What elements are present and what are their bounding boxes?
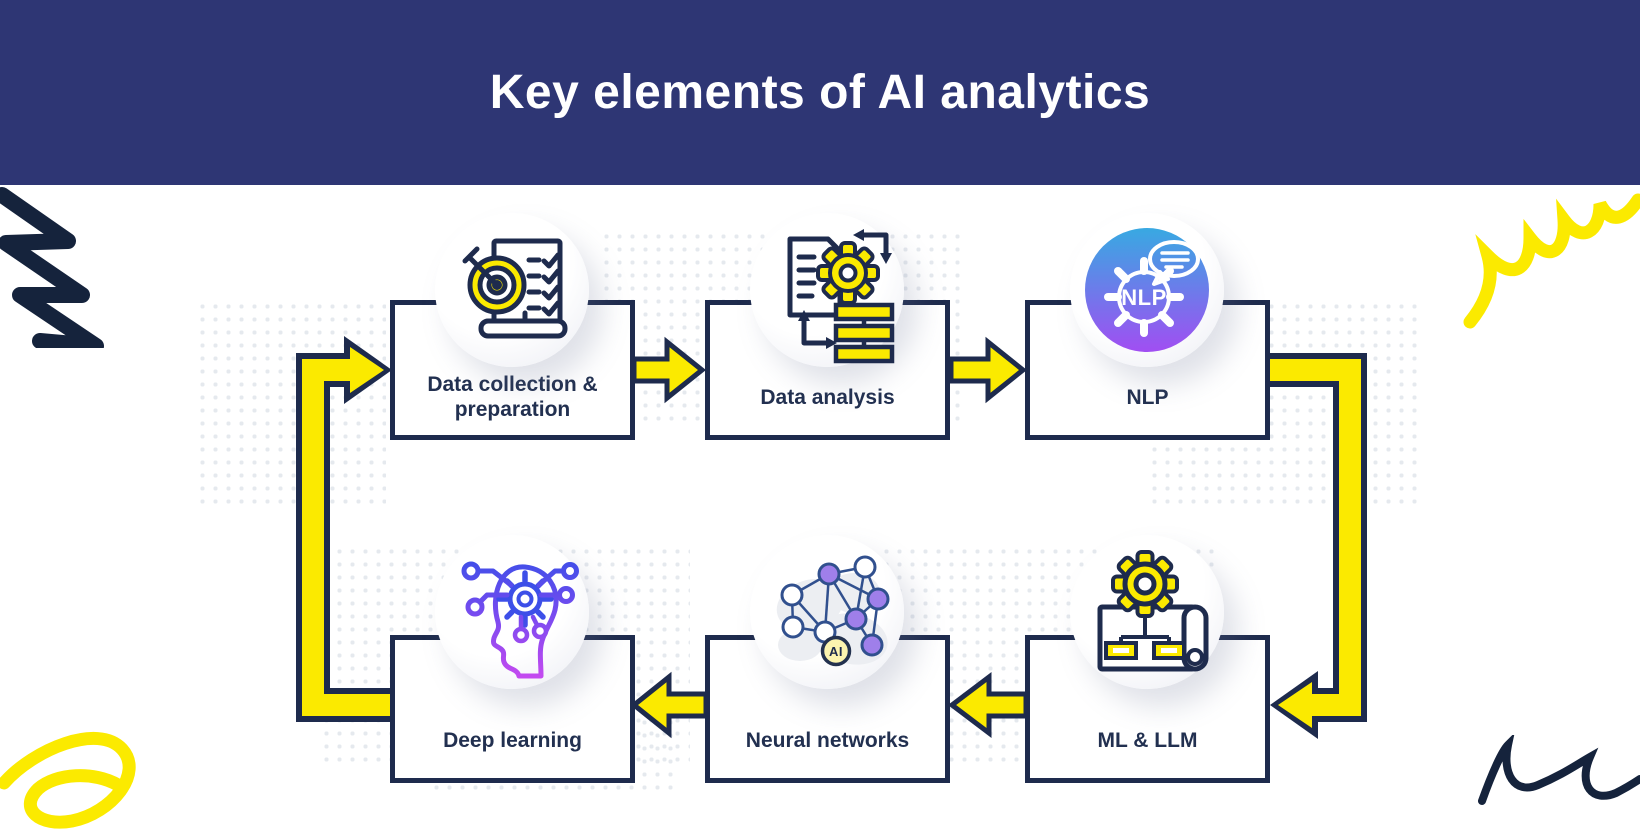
- flow-node-data-collection: Data collection & preparation: [390, 213, 635, 440]
- node-label-text: Data collection & preparation: [427, 373, 598, 421]
- node-label: NLP: [1030, 371, 1265, 425]
- network-nodes: [780, 555, 890, 657]
- node-label: ML & LLM: [1030, 714, 1265, 768]
- gear-icon: [816, 241, 880, 305]
- flow-node-nlp: NLP NLP: [1025, 213, 1270, 440]
- node-label-text: Deep learning: [443, 728, 582, 752]
- right-loop-connector: [1268, 353, 1367, 739]
- head-profile: [491, 564, 559, 679]
- icon-circle: [435, 535, 589, 689]
- cycle-arrows: [801, 232, 889, 346]
- yellow-zigzag-scribble: [1463, 193, 1640, 329]
- arrow-left-icon: [947, 671, 1029, 739]
- icon-circle: [435, 213, 589, 367]
- icon-circle: [1070, 535, 1224, 689]
- neural-network-graph-icon: AI: [776, 555, 890, 667]
- checklist-marks: [526, 252, 561, 317]
- yellow-loop-scribble: [0, 731, 136, 829]
- navy-squiggle-scribble: [1478, 735, 1640, 805]
- flow-node-ml-llm: ML & LLM: [1025, 535, 1270, 783]
- ai-badge: AI: [820, 635, 852, 667]
- node-label-text: Data analysis: [760, 385, 895, 409]
- icon-circle: NLP: [1070, 213, 1224, 367]
- gear-icon: [1111, 550, 1179, 618]
- node-label-text: NLP: [1126, 385, 1169, 409]
- dot-pattern: [196, 300, 386, 505]
- data-bars: [833, 302, 895, 364]
- head-gear-circuit-icon: [461, 561, 579, 679]
- flow-node-deep-learning: Deep learning: [390, 535, 635, 783]
- gear-ring: [1117, 270, 1171, 324]
- flowchart-lines: [1119, 617, 1171, 643]
- gear-blueprint-icon: [1097, 550, 1209, 672]
- flow-node-data-analysis: Data analysis: [705, 213, 950, 440]
- navy-zigzag-scribble: [0, 187, 104, 348]
- arrow-left-icon: [629, 671, 709, 739]
- speech-bubble: [1148, 240, 1200, 286]
- page-title: Key elements of AI analytics: [489, 66, 1151, 119]
- cycle-arrowheads: [798, 229, 892, 349]
- node-label-text: ML & LLM: [1097, 728, 1198, 752]
- icon-circle: AI: [750, 535, 904, 689]
- node-label: Neural networks: [710, 714, 945, 768]
- flow-box: NLP: [1025, 300, 1270, 440]
- nlp-gear-text: NLP: [1121, 285, 1167, 310]
- header-banner: Key elements of AI analytics: [0, 0, 1640, 185]
- target-checklist-icon: [462, 238, 568, 339]
- document-gear-flow-icon: [787, 229, 895, 364]
- arrow-right-icon: [948, 336, 1028, 404]
- circuit-traces: [461, 561, 579, 644]
- icon-circle: [750, 213, 904, 367]
- node-label-text: Neural networks: [745, 728, 910, 752]
- flow-node-neural-networks: Neural networks: [705, 535, 950, 783]
- ai-badge-text: AI: [829, 644, 843, 659]
- node-label: Data collection & preparation: [395, 371, 630, 425]
- flowchart-blocks: [1104, 641, 1186, 660]
- node-label: Data analysis: [710, 371, 945, 425]
- left-loop-connector: [296, 336, 392, 722]
- target-icon: [462, 246, 527, 315]
- node-label: Deep learning: [395, 714, 630, 768]
- nlp-gear-speech-bubble-icon: NLP: [1085, 228, 1209, 352]
- arrow-right-icon: [631, 336, 707, 404]
